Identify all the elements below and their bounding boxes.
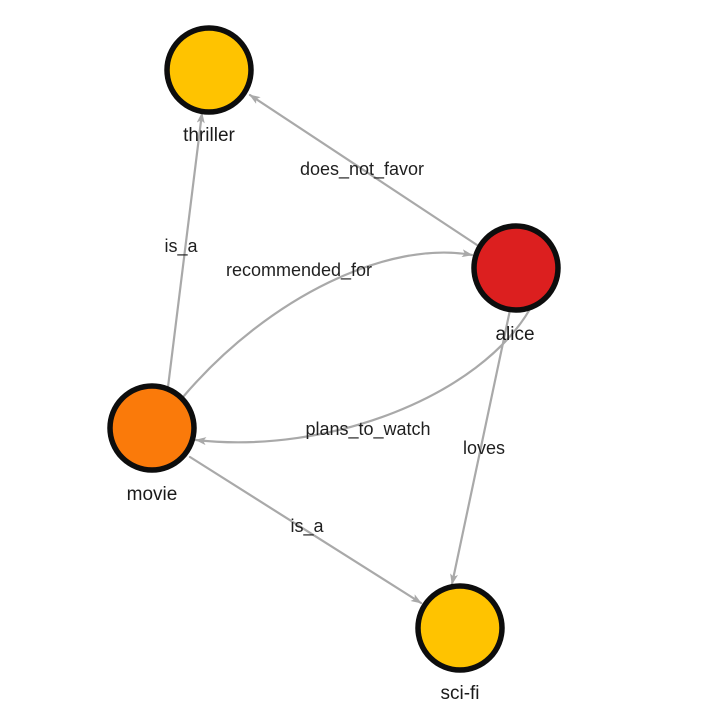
node-label-scifi: sci-fi [440, 683, 479, 704]
edge-movie-scifi[interactable] [188, 455, 423, 605]
edge-label-plans-to-watch: plans_to_watch [305, 419, 430, 440]
node-label-movie: movie [127, 484, 178, 505]
node-scifi[interactable] [415, 583, 505, 673]
edge-label-is-a-scifi: is_a [290, 516, 324, 537]
nodes-layer [107, 25, 561, 673]
edge-alice-movie[interactable] [194, 307, 532, 446]
node-alice[interactable] [471, 223, 561, 313]
edge-label-is-a-thriller: is_a [164, 236, 198, 257]
edge-movie-thriller[interactable] [166, 111, 205, 389]
node-label-thriller: thriller [183, 125, 235, 146]
node-thriller[interactable] [164, 25, 254, 115]
edges-layer [166, 93, 532, 605]
edge-label-loves: loves [463, 438, 505, 458]
node-label-alice: alice [495, 324, 534, 345]
edge-label-does-not-favor: does_not_favor [300, 159, 424, 180]
edge-alice-scifi[interactable] [450, 308, 512, 586]
node-movie[interactable] [107, 383, 197, 473]
edge-alice-thriller[interactable] [248, 93, 479, 247]
edge-label-recommended-for: recommended_for [226, 260, 372, 281]
node-labels-layer: thriller alice movie sci-fi [127, 125, 535, 704]
edge-movie-alice[interactable] [181, 249, 474, 399]
edge-labels-layer: does_not_favor is_a recommended_for plan… [164, 159, 505, 537]
